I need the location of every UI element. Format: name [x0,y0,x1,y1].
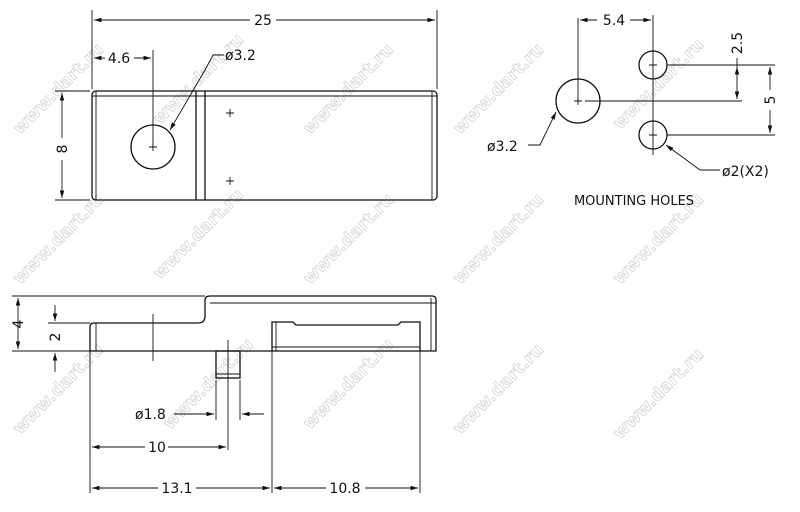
svg-text:www.dart.ru: www.dart.ru [299,190,398,289]
dim-height-total: 4 [11,319,27,328]
side-view: 4 2 ø1.8 10 13.1 10.8 [11,295,437,497]
svg-text:www.dart.ru: www.dart.ru [449,340,548,439]
dim-pin-pos: 10 [148,440,166,456]
dim-length: 25 [254,13,272,29]
svg-text:www.dart.ru: www.dart.ru [299,335,398,434]
dim-left-len: 13.1 [161,481,192,497]
dim-height-step: 2 [48,333,64,342]
dim-offset-y: 2.5 [730,32,746,54]
svg-text:www.dart.ru: www.dart.ru [9,340,108,439]
svg-text:www.dart.ru: www.dart.ru [159,335,258,434]
svg-text:www.dart.ru: www.dart.ru [9,40,108,139]
dim-pin-dia: ø1.8 [135,407,166,423]
svg-text:www.dart.ru: www.dart.ru [609,345,708,444]
svg-text:www.dart.ru: www.dart.ru [609,35,708,134]
svg-text:www.dart.ru: www.dart.ru [9,190,108,289]
dim-hole-dia: ø3.2 [225,48,256,64]
dim-hole-offset: 4.6 [108,51,130,67]
mounting-holes-title: MOUNTING HOLES [574,194,694,209]
mounting-holes-view: 5.4 2.5 5 ø3.2 ø2(X2) MOUNTING HOLES [487,13,779,209]
svg-text:www.dart.ru: www.dart.ru [299,40,398,139]
svg-text:www.dart.ru: www.dart.ru [449,40,548,139]
svg-text:www.dart.ru: www.dart.ru [149,30,248,129]
top-view: 25 4.6 ø3.2 8 [55,10,438,201]
dim-pitch-y: 5 [763,96,779,105]
dim-small-holes: ø2(X2) [722,164,769,180]
watermarks: www.dart.ru www.dart.ru www.dart.ru www.… [9,29,709,444]
dim-right-len: 10.8 [329,481,360,497]
dim-big-hole: ø3.2 [487,139,518,155]
svg-text:www.dart.ru: www.dart.ru [449,190,548,289]
dim-width: 8 [55,145,71,154]
dim-spacing-x: 5.4 [603,13,625,29]
